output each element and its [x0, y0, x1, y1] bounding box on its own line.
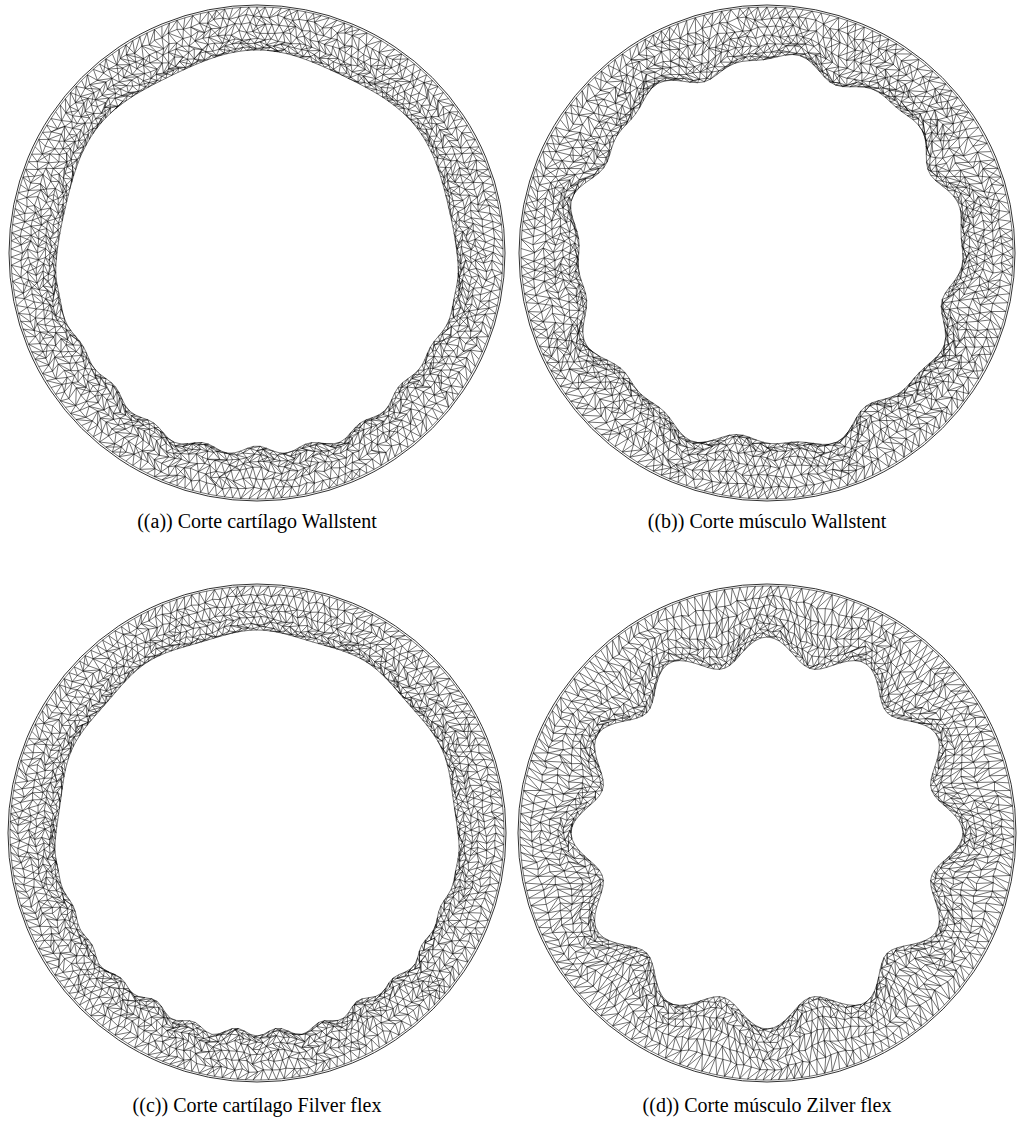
caption-box: ((d)) Corte músculo Zilver flex	[517, 1094, 1017, 1117]
caption-box: ((b)) Corte músculo Wallstent	[517, 510, 1017, 533]
mesh-lines	[10, 586, 504, 1080]
mesh-lines	[11, 7, 503, 499]
outer-boundary	[518, 584, 1016, 1082]
figure-caption: ((c)) Corte cartílago Filver flex	[133, 1094, 382, 1116]
outer-boundary	[519, 5, 1015, 501]
figure-caption: ((a)) Corte cartílago Wallstent	[137, 510, 377, 532]
outer-boundary	[9, 5, 505, 501]
caption-box: ((a)) Corte cartílago Wallstent	[7, 510, 507, 533]
mesh-lines	[520, 586, 1014, 1080]
caption-box: ((c)) Corte cartílago Filver flex	[7, 1094, 507, 1117]
outer-boundary	[8, 584, 506, 1082]
figure-caption: ((b)) Corte músculo Wallstent	[648, 510, 887, 532]
figure-caption: ((d)) Corte músculo Zilver flex	[643, 1094, 892, 1116]
mesh-lines	[521, 7, 1013, 499]
